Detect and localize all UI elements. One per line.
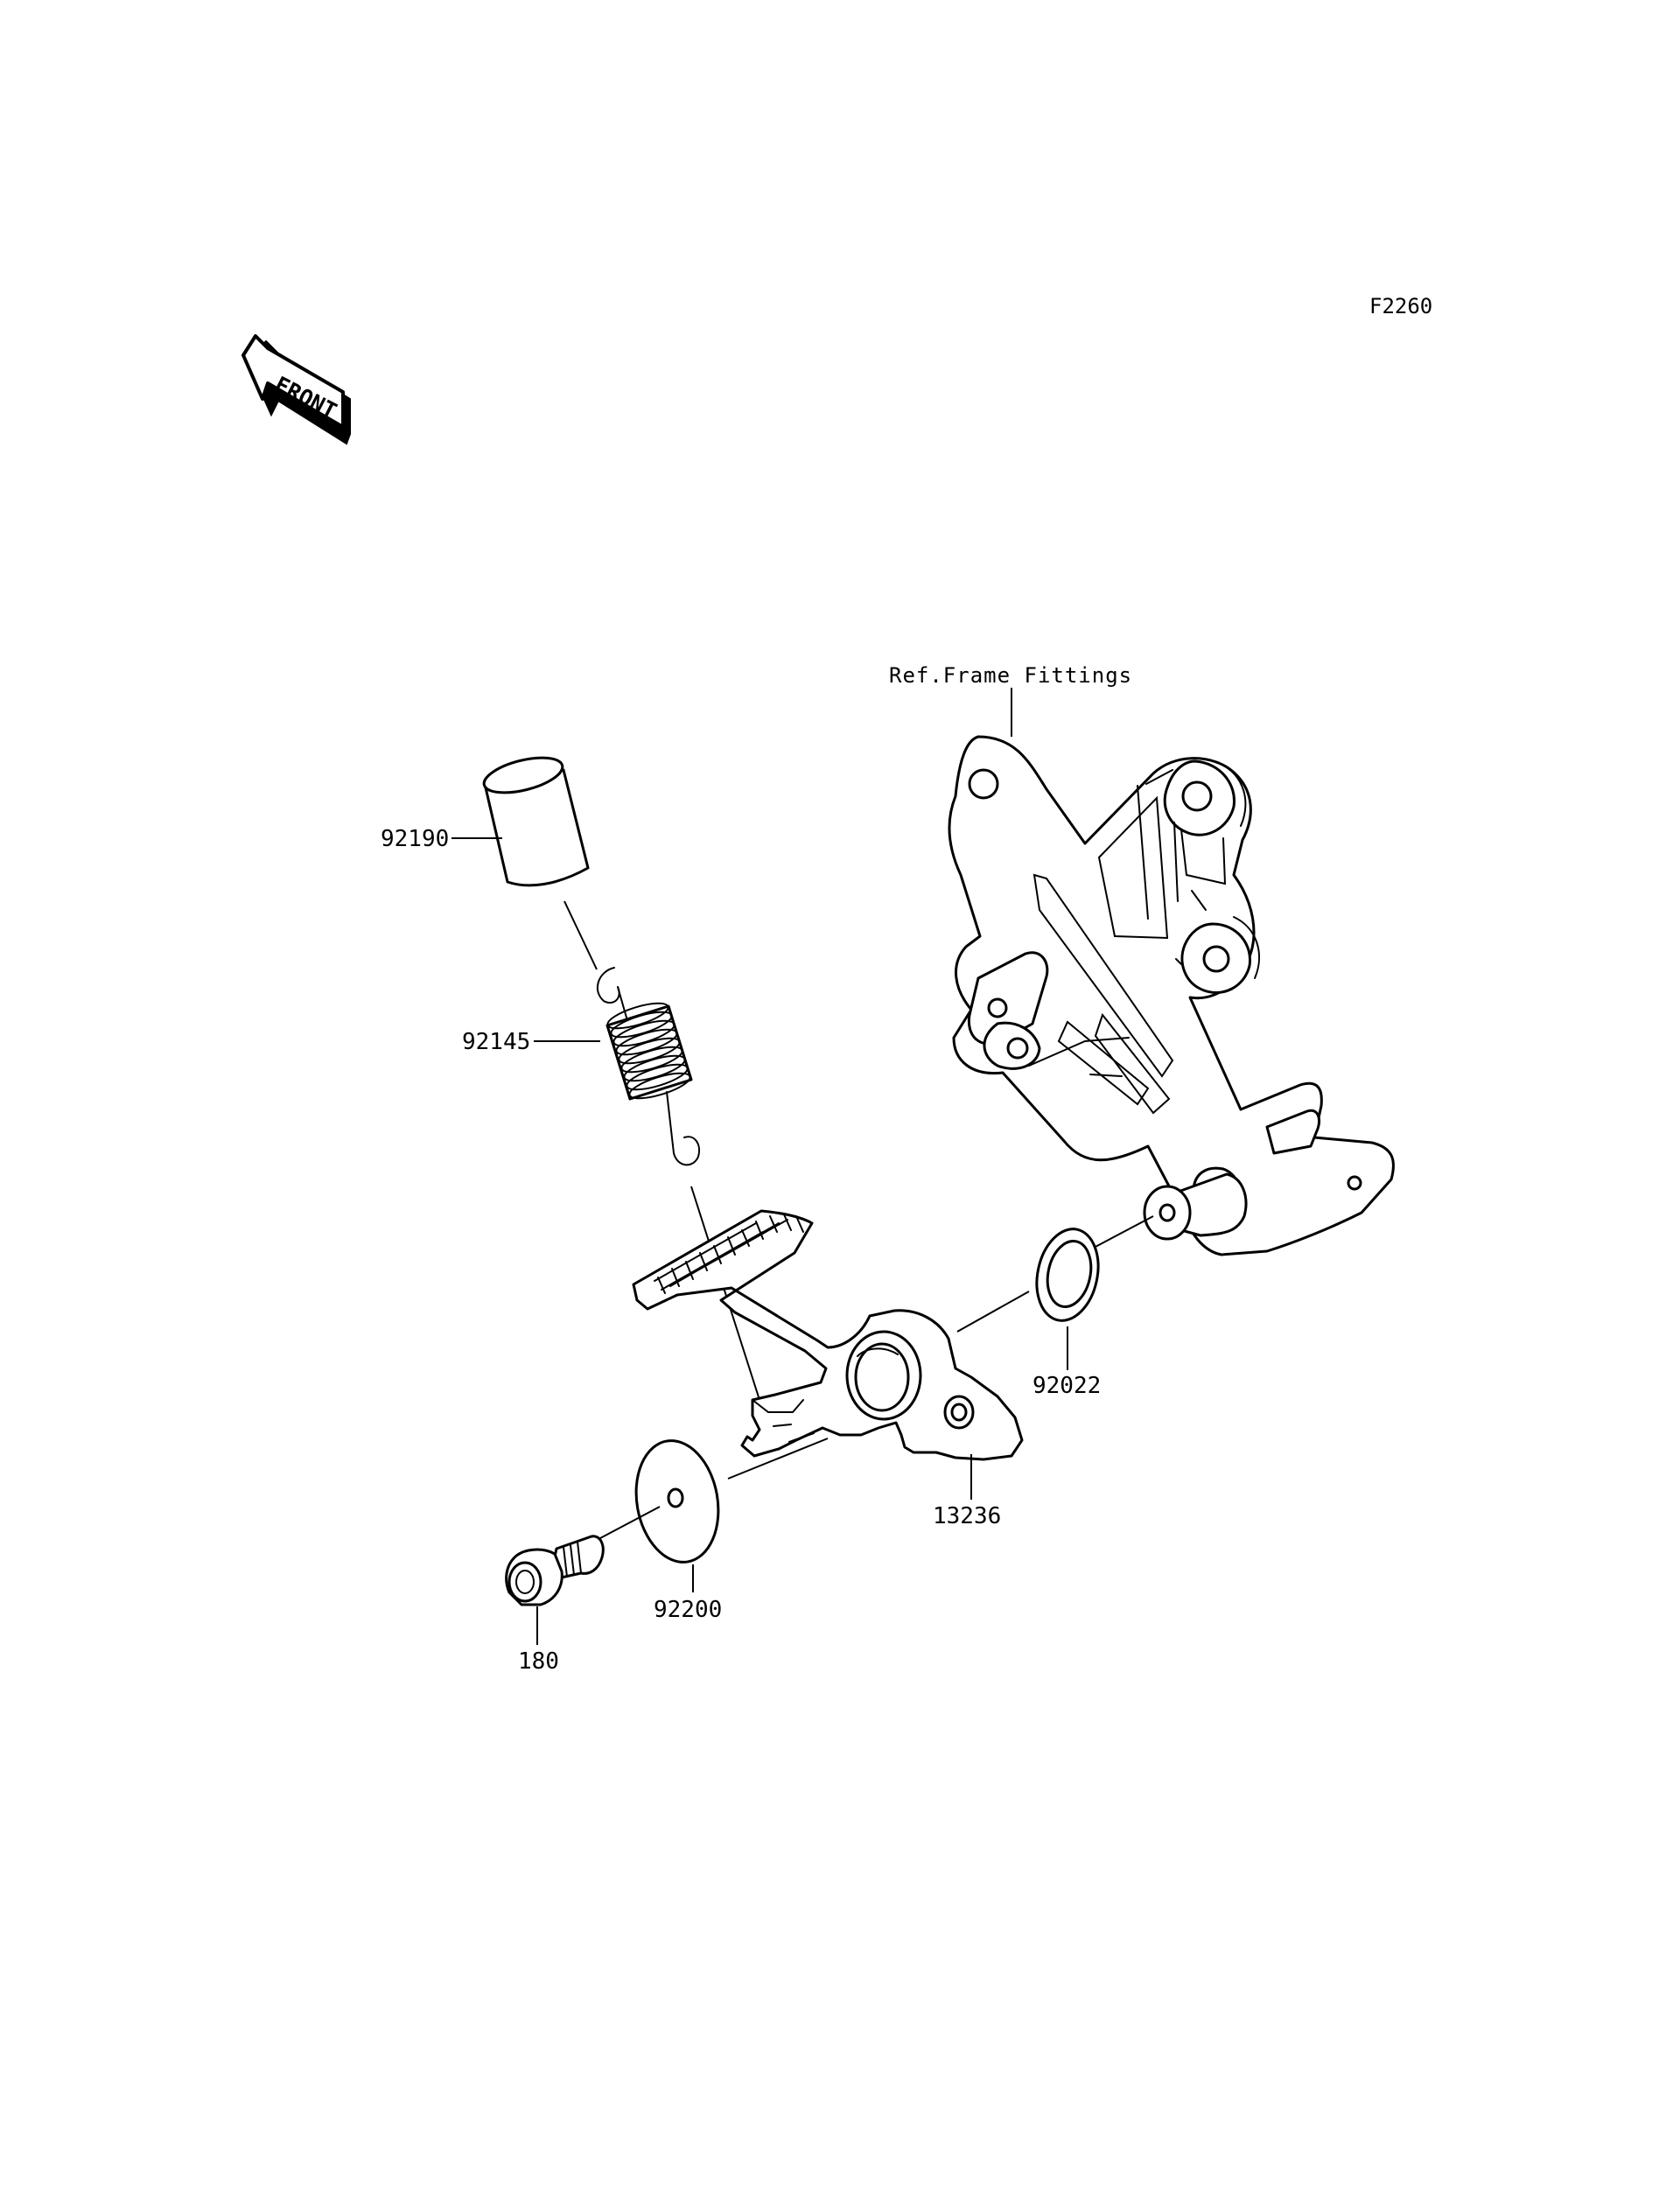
ref-frame-label: Ref.Frame Fittings: [889, 663, 1132, 688]
part-92190-rubber-sleeve: 92190: [381, 756, 590, 887]
part-92200-washer: 92200: [634, 1439, 722, 1623]
frame-fitting-bracket: [948, 735, 1395, 1256]
front-direction-arrow-icon: FRONT: [242, 334, 351, 445]
callout-92190: 92190: [381, 826, 449, 852]
callout-92145: 92145: [462, 1029, 530, 1055]
callout-92200: 92200: [654, 1597, 722, 1623]
part-92145-return-spring: 92145: [462, 967, 700, 1166]
part-13236-brake-pedal: 13236: [632, 1209, 1024, 1529]
part-92022-washer: 92022: [1032, 1228, 1101, 1399]
figure-code: F2260: [1369, 294, 1432, 318]
callout-180: 180: [518, 1648, 559, 1675]
part-180-bolt: 180: [505, 1535, 605, 1675]
callout-13236: 13236: [933, 1503, 1001, 1529]
callout-92022: 92022: [1032, 1373, 1101, 1399]
